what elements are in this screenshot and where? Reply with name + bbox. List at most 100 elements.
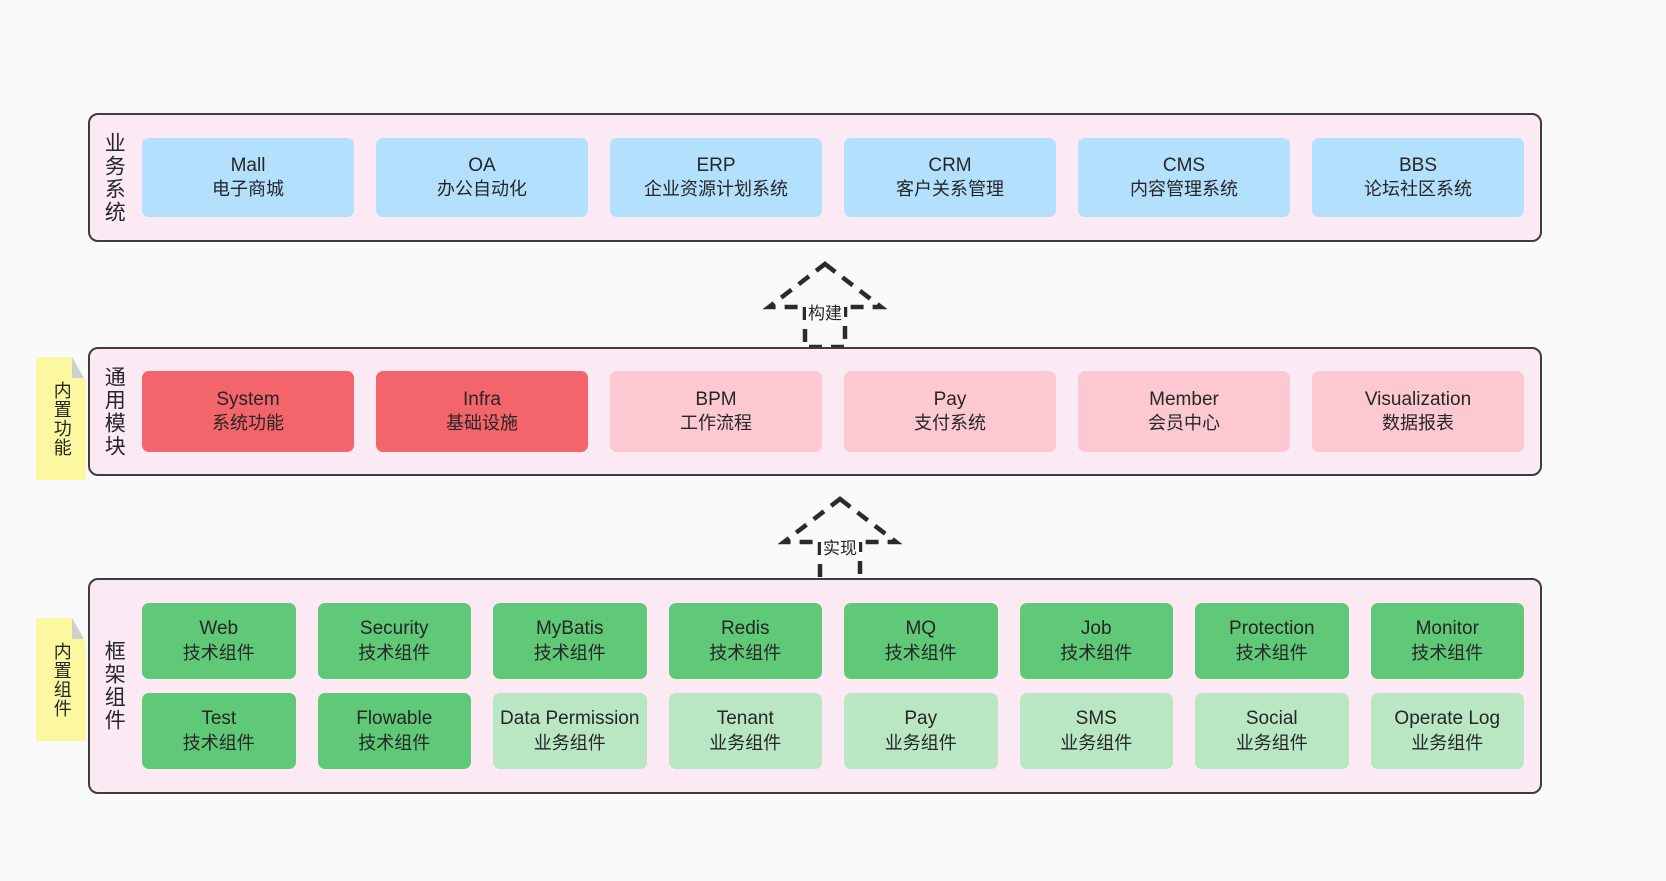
card-sms-cn: 业务组件 xyxy=(1060,732,1133,753)
card-operate-log-cn: 业务组件 xyxy=(1411,732,1484,753)
card-tenant[interactable]: Tenant 业务组件 xyxy=(668,693,822,769)
card-mq[interactable]: MQ 技术组件 xyxy=(844,603,998,679)
business-system-row: Mall 电子商城 OA 办公自动化 ERP 企业资源计划系统 CRM 客户关系… xyxy=(142,138,1524,217)
card-job-en: Job xyxy=(1080,618,1112,640)
note-builtin-function: 内置功能 xyxy=(36,357,86,480)
layer-business-system: 业务系统 Mall 电子商城 OA 办公自动化 ERP 企业资源计划系统 CRM… xyxy=(88,113,1542,242)
card-web[interactable]: Web 技术组件 xyxy=(142,603,296,679)
card-member-cn: 会员中心 xyxy=(1148,413,1220,434)
card-protection[interactable]: Protection 技术组件 xyxy=(1195,603,1349,679)
card-bpm[interactable]: BPM 工作流程 xyxy=(610,371,822,452)
card-sms-en: SMS xyxy=(1075,708,1117,730)
card-social-cn: 业务组件 xyxy=(1235,732,1308,753)
card-infra-en: Infra xyxy=(462,388,502,410)
note-fold-corner-icon xyxy=(72,357,86,378)
card-test[interactable]: Test 技术组件 xyxy=(142,693,296,769)
card-monitor[interactable]: Monitor 技术组件 xyxy=(1370,603,1524,679)
layer-common-modules-title: 通用模块 xyxy=(102,365,126,458)
card-operate-log[interactable]: Operate Log 业务组件 xyxy=(1370,693,1524,769)
card-erp-en: ERP xyxy=(696,154,736,176)
common-modules-row: System 系统功能 Infra 基础设施 BPM 工作流程 Pay 支付系统… xyxy=(142,371,1524,452)
connector-build-arrow-icon xyxy=(762,261,888,350)
card-data-permission[interactable]: Data Permission 业务组件 xyxy=(493,693,647,769)
card-social-en: Social xyxy=(1245,708,1298,730)
framework-business-row: Test 技术组件 Flowable 技术组件 Data Permission … xyxy=(142,693,1524,769)
card-test-cn: 技术组件 xyxy=(182,732,255,753)
card-cms-cn: 内容管理系统 xyxy=(1130,179,1238,200)
layer-common-modules-body: System 系统功能 Infra 基础设施 BPM 工作流程 Pay 支付系统… xyxy=(128,349,1540,474)
card-member[interactable]: Member 会员中心 xyxy=(1078,371,1290,452)
card-security-cn: 技术组件 xyxy=(358,642,431,663)
connector-implement: 实现 xyxy=(760,490,920,585)
card-visualization[interactable]: Visualization 数据报表 xyxy=(1312,371,1524,452)
card-pay-component-cn: 业务组件 xyxy=(884,732,957,753)
card-erp[interactable]: ERP 企业资源计划系统 xyxy=(610,138,822,217)
framework-tech-row: Web 技术组件 Security 技术组件 MyBatis 技术组件 Redi… xyxy=(142,603,1524,679)
connector-implement-label: 实现 xyxy=(821,534,859,559)
card-monitor-cn: 技术组件 xyxy=(1411,642,1484,663)
card-data-permission-cn: 业务组件 xyxy=(533,732,606,753)
card-visualization-cn: 数据报表 xyxy=(1382,413,1454,434)
layer-common-modules: 通用模块 System 系统功能 Infra 基础设施 BPM 工作流程 Pay… xyxy=(88,347,1542,476)
card-redis[interactable]: Redis 技术组件 xyxy=(668,603,822,679)
card-social[interactable]: Social 业务组件 xyxy=(1195,693,1349,769)
layer-framework-components-body: Web 技术组件 Security 技术组件 MyBatis 技术组件 Redi… xyxy=(128,580,1540,792)
note-builtin-component-label: 内置组件 xyxy=(51,641,72,718)
layer-business-system-body: Mall 电子商城 OA 办公自动化 ERP 企业资源计划系统 CRM 客户关系… xyxy=(128,115,1540,240)
card-bpm-en: BPM xyxy=(695,388,737,410)
card-member-en: Member xyxy=(1149,388,1219,410)
layer-business-system-title: 业务系统 xyxy=(102,131,126,224)
card-web-en: Web xyxy=(199,618,239,640)
card-security-en: Security xyxy=(359,618,429,640)
card-pay-module[interactable]: Pay 支付系统 xyxy=(844,371,1056,452)
connector-implement-arrow-icon xyxy=(777,496,903,585)
layer-framework-components-title: 框架组件 xyxy=(102,640,126,732)
card-erp-cn: 企业资源计划系统 xyxy=(644,179,788,200)
card-visualization-en: Visualization xyxy=(1364,388,1472,410)
card-system[interactable]: System 系统功能 xyxy=(142,371,354,452)
card-operate-log-en: Operate Log xyxy=(1394,708,1501,730)
card-monitor-en: Monitor xyxy=(1415,618,1479,640)
card-pay-module-cn: 支付系统 xyxy=(914,413,986,434)
card-security[interactable]: Security 技术组件 xyxy=(317,603,471,679)
layer-framework-components: 框架组件 Web 技术组件 Security 技术组件 MyBatis 技术组件… xyxy=(88,578,1542,794)
card-infra-cn: 基础设施 xyxy=(446,413,518,434)
card-infra[interactable]: Infra 基础设施 xyxy=(376,371,588,452)
card-flowable-cn: 技术组件 xyxy=(358,732,431,753)
card-mall[interactable]: Mall 电子商城 xyxy=(142,138,354,217)
card-pay-module-en: Pay xyxy=(933,388,967,410)
card-cms-en: CMS xyxy=(1162,154,1206,176)
card-oa[interactable]: OA 办公自动化 xyxy=(376,138,588,217)
card-redis-cn: 技术组件 xyxy=(709,642,782,663)
card-crm-cn: 客户关系管理 xyxy=(896,179,1004,200)
card-redis-en: Redis xyxy=(720,618,770,640)
card-mall-cn: 电子商城 xyxy=(212,179,284,200)
card-test-en: Test xyxy=(201,708,237,730)
card-crm[interactable]: CRM 客户关系管理 xyxy=(844,138,1056,217)
card-cms[interactable]: CMS 内容管理系统 xyxy=(1078,138,1290,217)
card-crm-en: CRM xyxy=(928,154,972,176)
card-bbs-en: BBS xyxy=(1398,154,1438,176)
card-web-cn: 技术组件 xyxy=(182,642,255,663)
card-oa-cn: 办公自动化 xyxy=(437,179,527,200)
card-system-en: System xyxy=(216,388,280,410)
card-job[interactable]: Job 技术组件 xyxy=(1019,603,1173,679)
card-mybatis-en: MyBatis xyxy=(535,618,604,640)
card-bbs[interactable]: BBS 论坛社区系统 xyxy=(1312,138,1524,217)
card-tenant-cn: 业务组件 xyxy=(709,732,782,753)
card-data-permission-en: Data Permission xyxy=(500,708,640,730)
card-tenant-en: Tenant xyxy=(716,708,774,730)
card-mybatis-cn: 技术组件 xyxy=(533,642,606,663)
card-mybatis[interactable]: MyBatis 技术组件 xyxy=(493,603,647,679)
card-sms[interactable]: SMS 业务组件 xyxy=(1019,693,1173,769)
card-flowable-en: Flowable xyxy=(356,708,433,730)
note-builtin-function-label: 内置功能 xyxy=(51,380,72,457)
card-protection-cn: 技术组件 xyxy=(1235,642,1308,663)
card-flowable[interactable]: Flowable 技术组件 xyxy=(317,693,471,769)
card-protection-en: Protection xyxy=(1228,618,1315,640)
card-pay-component-en: Pay xyxy=(904,708,938,730)
card-bpm-cn: 工作流程 xyxy=(680,413,752,434)
card-pay-component[interactable]: Pay 业务组件 xyxy=(844,693,998,769)
note-builtin-component: 内置组件 xyxy=(36,618,86,741)
